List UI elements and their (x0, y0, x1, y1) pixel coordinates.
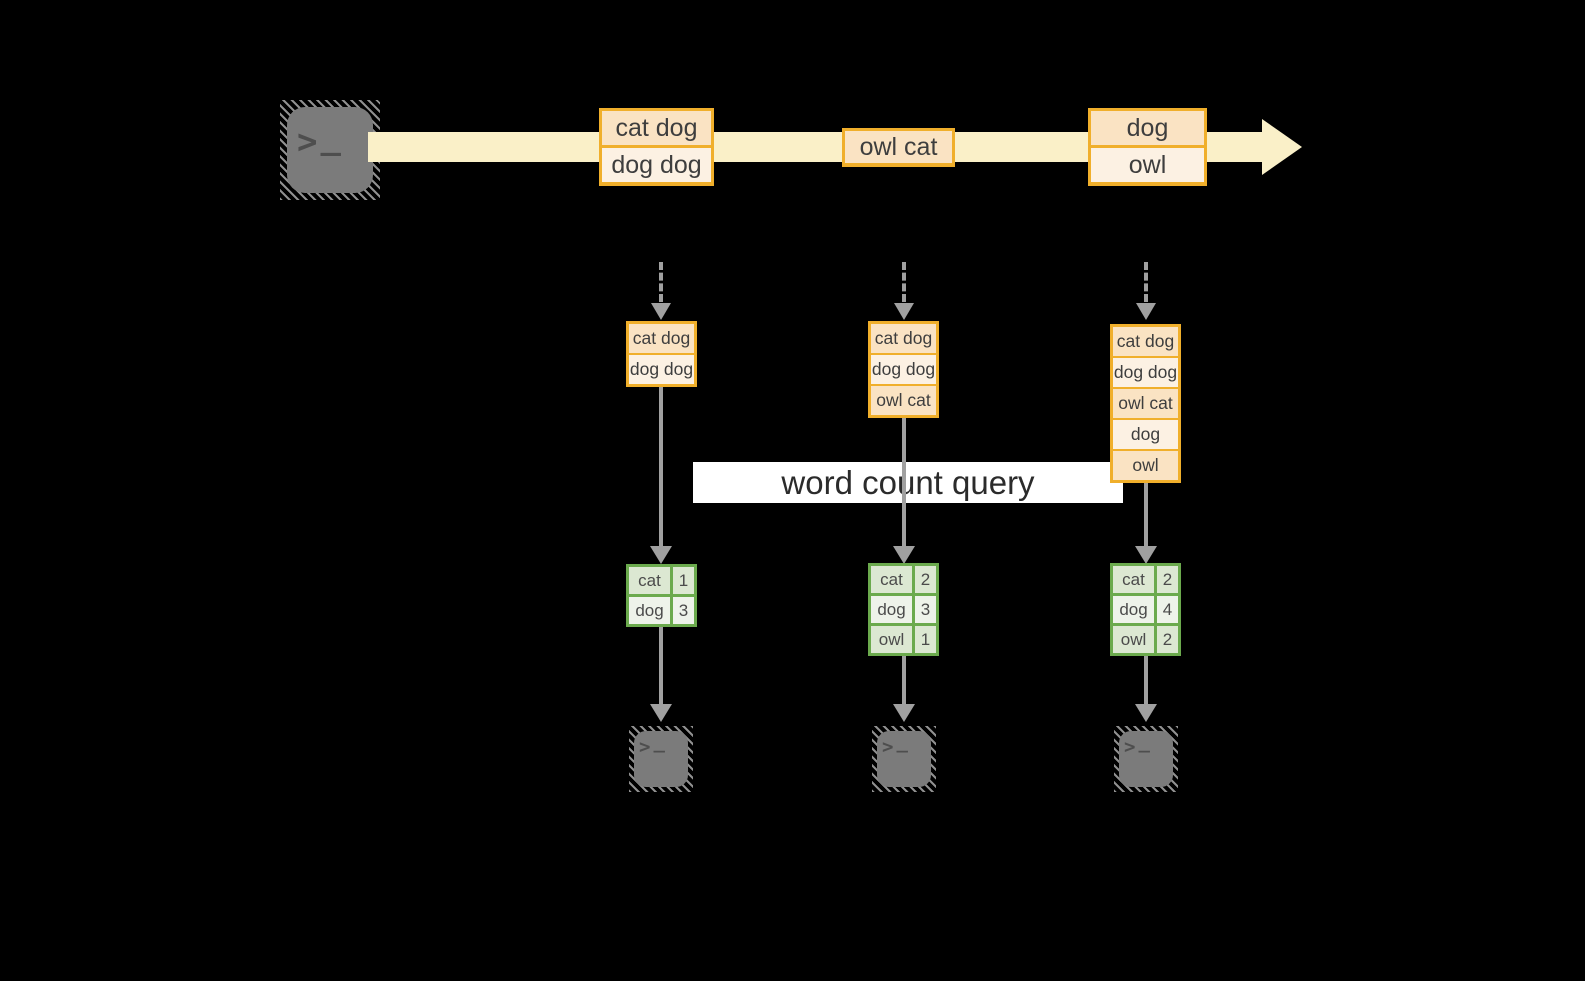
snapshot-row: dog dog (629, 355, 694, 384)
snapshot-box-1: cat dog dog dog (626, 321, 697, 387)
connector-line (1144, 656, 1148, 704)
terminal-sink-icon: >_ (1114, 726, 1178, 792)
wordcount-table-2: cat 2 dog 3 owl 1 (868, 563, 939, 656)
prompt-icon: >_ (639, 731, 665, 758)
prompt-icon: >_ (297, 117, 341, 162)
snapshot-row: owl cat (871, 386, 936, 415)
count-cell: 3 (915, 596, 936, 623)
dashed-arrowhead-icon (894, 303, 914, 320)
terminal-body (877, 731, 931, 787)
dashed-arrow-line (902, 262, 906, 302)
arrowhead-icon (893, 546, 915, 564)
word-cell: dog (629, 597, 670, 624)
query-label-bar: word count query (693, 462, 1123, 503)
word-cell: cat (629, 567, 670, 594)
count-cell: 2 (1157, 626, 1178, 653)
event-row: owl cat (845, 131, 952, 163)
count-cell: 2 (1157, 566, 1178, 593)
word-cell: owl (871, 626, 912, 653)
table-row: dog 3 (629, 597, 694, 624)
snapshot-row: cat dog (629, 324, 694, 353)
table-row: cat 1 (629, 567, 694, 594)
connector-line (902, 418, 906, 546)
table-row: cat 2 (871, 566, 936, 593)
arrowhead-icon (650, 704, 672, 722)
snapshot-row: dog (1113, 420, 1178, 449)
word-cell: dog (1113, 596, 1154, 623)
dashed-arrowhead-icon (1136, 303, 1156, 320)
arrowhead-icon (650, 546, 672, 564)
count-cell: 2 (915, 566, 936, 593)
connector-line (659, 627, 663, 704)
table-row: dog 4 (1113, 596, 1178, 623)
connector-line (1144, 483, 1148, 546)
arrowhead-icon (1135, 704, 1157, 722)
wordcount-table-1: cat 1 dog 3 (626, 564, 697, 627)
snapshot-row: owl cat (1113, 389, 1178, 418)
count-cell: 4 (1157, 596, 1178, 623)
event-row: owl (1091, 148, 1204, 182)
word-cell: cat (871, 566, 912, 593)
word-cell: owl (1113, 626, 1154, 653)
wordcount-table-3: cat 2 dog 4 owl 2 (1110, 563, 1181, 656)
snapshot-row: dog dog (1113, 358, 1178, 387)
terminal-body (287, 107, 373, 193)
snapshot-box-2: cat dog dog dog owl cat (868, 321, 939, 418)
connector-line (902, 656, 906, 704)
terminal-body (1119, 731, 1173, 787)
connector-line (659, 387, 663, 546)
event-box-1: cat dog dog dog (599, 108, 714, 186)
dashed-arrowhead-icon (651, 303, 671, 320)
stream-arrowhead-icon (1262, 119, 1302, 175)
arrowhead-icon (893, 704, 915, 722)
prompt-icon: >_ (882, 731, 908, 758)
prompt-icon: >_ (1124, 731, 1150, 758)
arrowhead-icon (1135, 546, 1157, 564)
terminal-source-icon: >_ (280, 100, 380, 200)
terminal-sink-icon: >_ (872, 726, 936, 792)
event-row: cat dog (602, 111, 711, 145)
dashed-arrow-line (659, 262, 663, 302)
event-row: dog (1091, 111, 1204, 145)
snapshot-row: dog dog (871, 355, 936, 384)
word-cell: dog (871, 596, 912, 623)
event-box-2: owl cat (842, 128, 955, 167)
word-cell: cat (1113, 566, 1154, 593)
event-row: dog dog (602, 148, 711, 182)
event-box-3: dog owl (1088, 108, 1207, 186)
snapshot-box-3: cat dog dog dog owl cat dog owl (1110, 324, 1181, 483)
snapshot-row: cat dog (871, 324, 936, 353)
terminal-sink-icon: >_ (629, 726, 693, 792)
query-label: word count query (781, 464, 1035, 501)
table-row: owl 1 (871, 626, 936, 653)
dashed-arrow-line (1144, 262, 1148, 302)
count-cell: 1 (915, 626, 936, 653)
table-row: cat 2 (1113, 566, 1178, 593)
terminal-body (634, 731, 688, 787)
table-row: dog 3 (871, 596, 936, 623)
snapshot-row: owl (1113, 451, 1178, 480)
count-cell: 3 (673, 597, 694, 624)
snapshot-row: cat dog (1113, 327, 1178, 356)
count-cell: 1 (673, 567, 694, 594)
table-row: owl 2 (1113, 626, 1178, 653)
